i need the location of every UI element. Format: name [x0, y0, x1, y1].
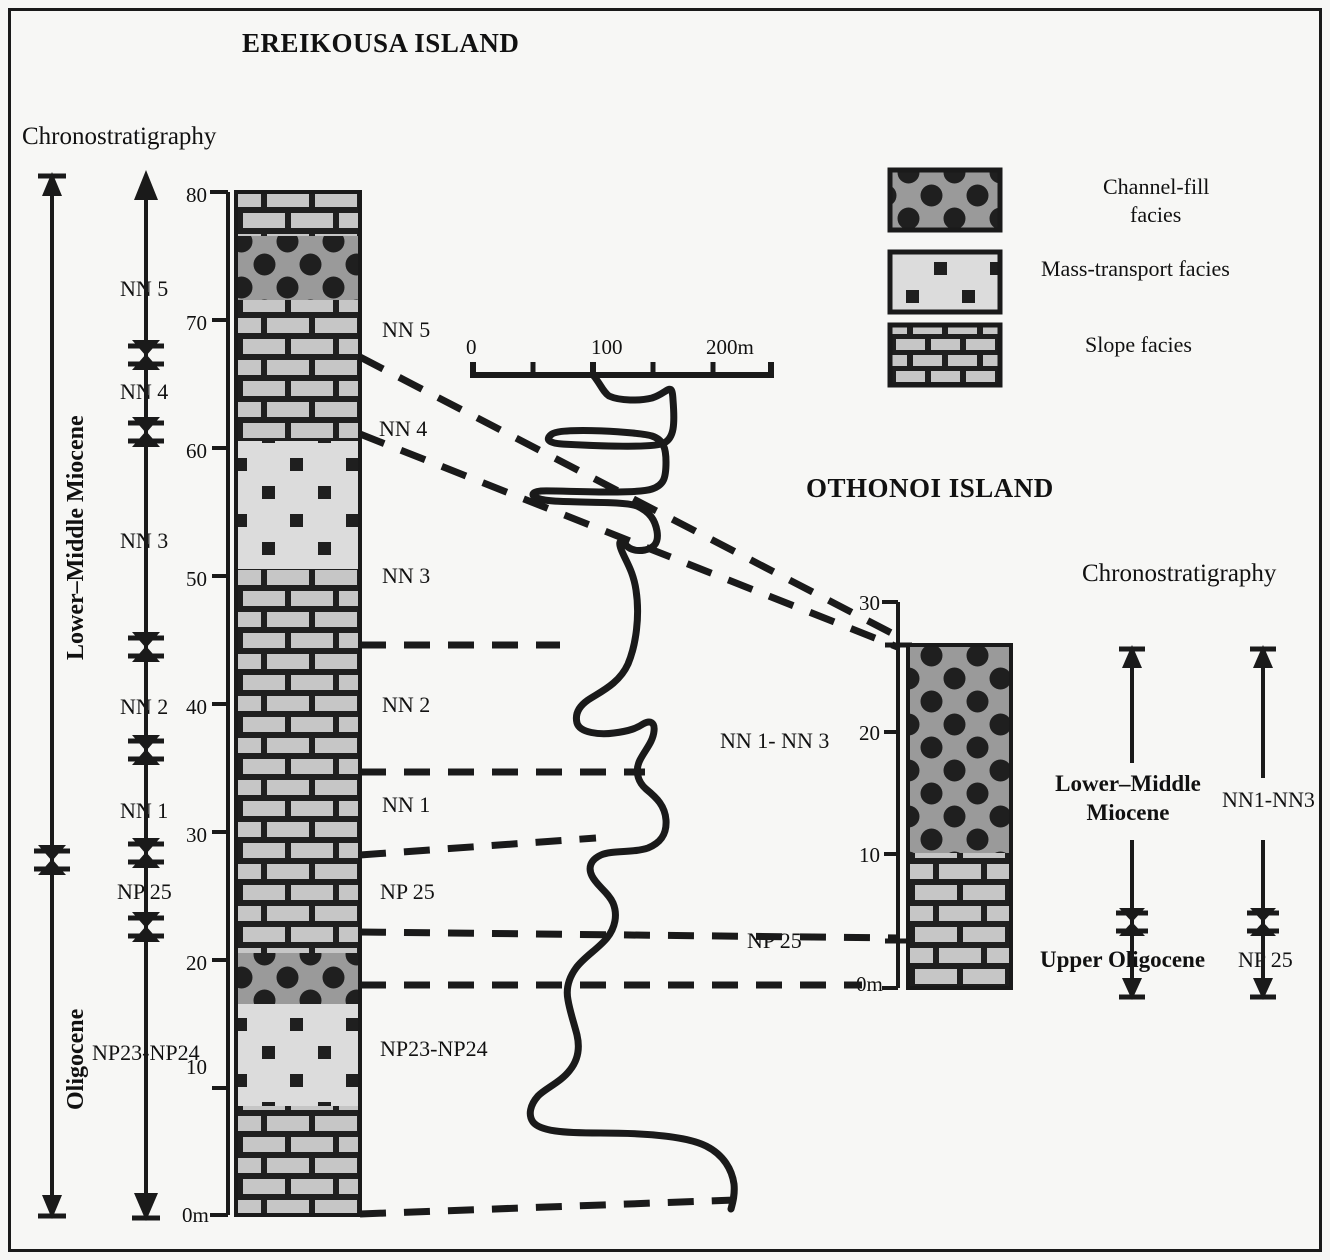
othonoi-bed-channel-fill-10-27 — [908, 645, 1011, 853]
ereikousa-tick-60: 60 — [186, 439, 207, 463]
othonoi-tick-20: 20 — [859, 721, 880, 745]
othonoi-biozone-nn1-nn3: NN1-NN3 — [1222, 787, 1315, 812]
ereikousa-tick-40: 40 — [186, 695, 207, 719]
scalebar-label-100: 100 — [591, 335, 623, 359]
othonoi-biozone-boundary-marker — [1247, 908, 1279, 936]
bed-mass-transport-50.5-60.5 — [236, 441, 360, 569]
othonoi-tick-30: 30 — [859, 591, 880, 615]
othonoi-bed-slope-0-10 — [908, 853, 1011, 988]
ereikousa-tick-80: 80 — [186, 183, 207, 207]
column-zone-nn4: NN 4 — [379, 416, 428, 441]
legend — [887, 167, 1003, 388]
scalebar-label-200m: 200m — [706, 335, 754, 359]
biozone-boundary-marker-nn4-nn3 — [128, 417, 164, 447]
ereikousa-tick-20: 20 — [186, 951, 207, 975]
column-zone-np23-np24: NP23-NP24 — [380, 1036, 488, 1061]
scale-bar — [470, 362, 774, 378]
channel-margin-profile — [526, 371, 738, 1213]
othonoi-tick-10: 10 — [859, 843, 880, 867]
othonoi-tick-0m: 0m — [856, 972, 883, 996]
bed-mass-transport-8.5-16.5 — [236, 1004, 360, 1106]
column-zone-np25: NP 25 — [380, 879, 435, 904]
column-zone-nn3: NN 3 — [382, 563, 431, 588]
ereikousa-chrono-header: Chronostratigraphy — [22, 123, 217, 150]
ereikousa-tick-0m: 0m — [182, 1203, 209, 1227]
legend-label-slope: Slope facies — [1085, 332, 1192, 357]
legend-swatch-mass-transport — [890, 252, 1000, 312]
othonoi-epoch-arrow — [1116, 645, 1148, 1000]
othonoi-epoch-boundary-marker — [1116, 908, 1148, 936]
bed-slope-76.5-80 — [236, 192, 360, 236]
correlation-line-section-base — [359, 1196, 736, 1218]
bed-slope-0-8.5 — [236, 1106, 360, 1215]
biozone-boundary-marker-nn2-nn1 — [128, 735, 164, 765]
legend-label-mass-transport: Mass-transport facies — [1041, 256, 1230, 281]
legend-label-channel-fill-l2: facies — [1130, 202, 1182, 227]
ereikousa-tick-70: 70 — [186, 311, 207, 335]
column-zone-nn1: NN 1 — [382, 792, 431, 817]
ereikousa-tick-30: 30 — [186, 823, 207, 847]
legend-label-channel-fill-l1: Channel-fill — [1103, 174, 1210, 199]
ereikousa-biozone-arrow — [128, 170, 164, 1221]
column-zone-nn5: NN 5 — [382, 317, 431, 342]
bed-channel-fill-71.5-76.5 — [236, 236, 360, 300]
biozone-boundary-marker-nn3-nn2 — [128, 632, 164, 662]
othonoi-epoch-miocene-line1: Lower–Middle — [1055, 771, 1201, 796]
correlation-line-np25 — [359, 928, 901, 942]
bed-slope-20.5-50.5 — [236, 569, 360, 953]
correlation-line-nn1 — [359, 834, 597, 859]
othonoi-chrono-header: Chronostratigraphy — [1082, 560, 1277, 587]
ereikousa-tick-50: 50 — [186, 567, 207, 591]
ereikousa-title: EREIKOUSA ISLAND — [242, 28, 520, 58]
correlation-line-nn4 — [358, 430, 902, 652]
ereikousa-lithologic-column — [234, 190, 362, 1217]
othonoi-biozone-np25: NP 25 — [1238, 947, 1293, 972]
column-zone-nn2: NN 2 — [382, 692, 431, 717]
correlation-line-nn5 — [358, 353, 907, 644]
correlation-lines — [358, 353, 907, 1218]
othonoi-title: OTHONOI ISLAND — [806, 473, 1054, 503]
legend-swatch-slope — [890, 325, 1000, 385]
epoch-boundary-marker — [34, 845, 70, 875]
scalebar-label-0: 0 — [466, 335, 477, 359]
bed-channel-fill-16.5-20.5 — [236, 953, 360, 1004]
ereikousa-depth-axis — [210, 190, 230, 1217]
othonoi-column-zone-nn1-nn3: NN 1- NN 3 — [720, 728, 830, 753]
biozone-boundary-marker-np25-np23 — [128, 912, 164, 942]
othonoi-epoch-miocene-line2: Miocene — [1086, 800, 1170, 825]
othonoi-lithologic-column — [906, 643, 1013, 990]
legend-swatch-channel-fill — [890, 170, 1000, 230]
othonoi-biozone-arrow — [1247, 645, 1279, 1000]
ereikousa-tick-10: 10 — [186, 1055, 207, 1079]
bed-slope-60.5-71.5 — [236, 300, 360, 441]
ereikousa-epoch-arrow — [34, 172, 70, 1219]
biozone-boundary-marker-nn5-nn4 — [128, 340, 164, 370]
othonoi-epoch-upper-oligocene: Upper Oligocene — [1040, 947, 1206, 972]
biozone-boundary-marker-nn1-np25 — [128, 838, 164, 868]
